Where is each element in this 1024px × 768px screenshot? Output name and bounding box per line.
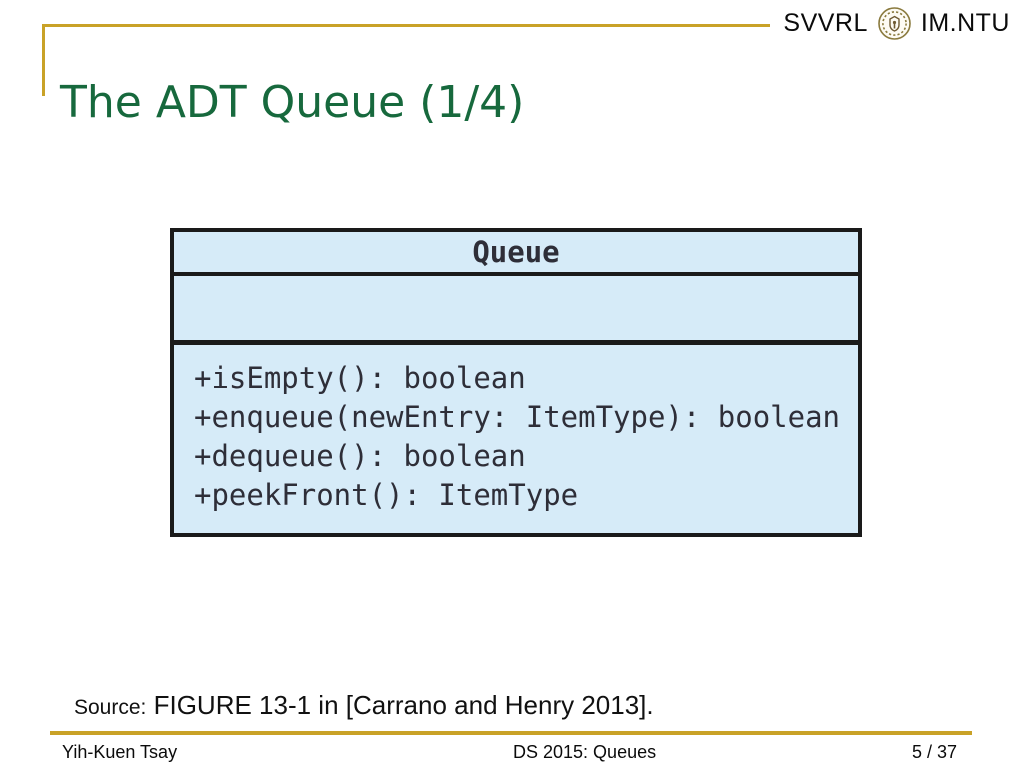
footer-accent-rule xyxy=(50,731,972,735)
uml-method: +isEmpty(): boolean xyxy=(194,361,526,395)
uml-class-diagram: Queue +isEmpty(): boolean +enqueue(newEn… xyxy=(170,228,862,537)
source-text: FIGURE 13-1 in [Carrano and Henry 2013]. xyxy=(146,690,654,720)
org-label-svvrl: SVVRL xyxy=(783,9,868,37)
uml-methods-compartment: +isEmpty(): boolean +enqueue(newEntry: I… xyxy=(174,345,858,515)
uml-method: +peekFront(): ItemType xyxy=(194,478,579,512)
title-accent-bracket xyxy=(42,24,45,96)
page-title: The ADT Queue (1/4) xyxy=(60,77,525,129)
header-branding: SVVRL IM.NTU xyxy=(783,7,1010,40)
source-prefix: Source: xyxy=(74,696,147,719)
ntu-seal-icon xyxy=(878,7,911,40)
footer-page-number: 5 / 37 xyxy=(911,742,957,762)
source-citation: Source: FIGURE 13-1 in [Carrano and Henr… xyxy=(74,690,654,721)
uml-method: +dequeue(): boolean xyxy=(194,439,526,473)
footer-author: Yih-Kuen Tsay xyxy=(62,742,178,762)
uml-method: +enqueue(newEntry: ItemType): boolean xyxy=(194,400,841,434)
uml-attributes-compartment xyxy=(174,276,858,345)
uml-class-name: Queue xyxy=(174,232,858,276)
org-label-imntu: IM.NTU xyxy=(920,9,1010,37)
header-accent-rule xyxy=(42,24,770,27)
footer-course: DS 2015: Queues xyxy=(513,742,657,762)
